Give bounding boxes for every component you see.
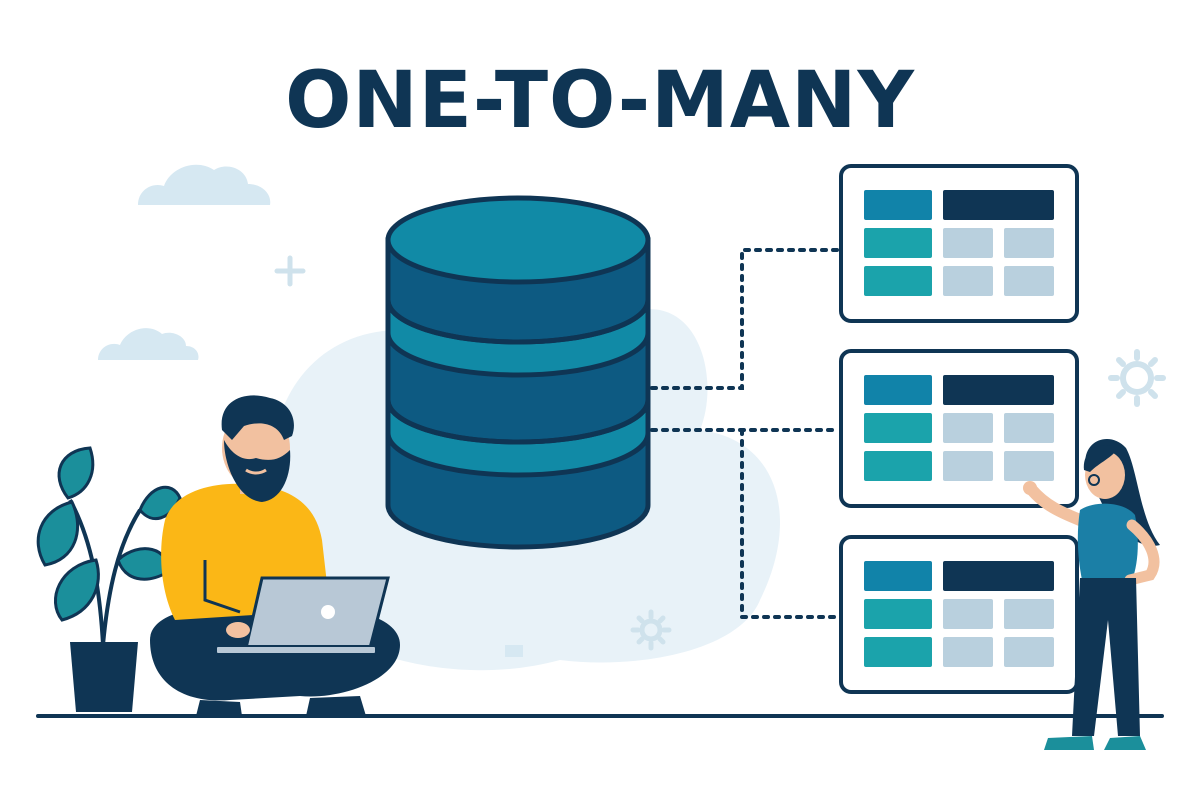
woman-pointing [1023,439,1160,750]
table-cell [943,599,993,629]
table-cell [943,637,993,667]
table-header-cell [943,375,1054,405]
table-card [839,349,1079,508]
table-cell [864,375,932,405]
table-card [839,164,1079,323]
database-icon [385,195,651,550]
table-cell [1004,637,1054,667]
gear-icon [630,609,672,651]
database-top [385,195,651,285]
connector-lines [650,248,840,619]
plus-icon [274,255,306,287]
table-cell [864,561,932,591]
man-with-laptop [150,395,400,716]
table-cell [1004,228,1054,258]
decor-square [505,645,523,657]
table-cell [1004,451,1054,481]
table-cell [1004,413,1054,443]
table-cell [864,599,932,629]
table-card [839,535,1079,694]
table-cell [864,190,932,220]
table-cell [864,451,932,481]
table-cell [864,637,932,667]
table-header-cell [943,561,1054,591]
table-cell [943,228,993,258]
table-cell [1004,599,1054,629]
table-cell [1004,266,1054,296]
table-cell [943,266,993,296]
gear-icon [1108,349,1166,407]
table-cell [943,451,993,481]
cloud-icon [98,328,199,360]
page-title: ONE-TO-MANY [285,56,915,146]
cloud-icon [138,164,271,205]
table-cards [839,164,1079,694]
table-cell [864,228,932,258]
table-cell [943,413,993,443]
table-cell [864,413,932,443]
table-header-cell [943,190,1054,220]
table-cell [864,266,932,296]
